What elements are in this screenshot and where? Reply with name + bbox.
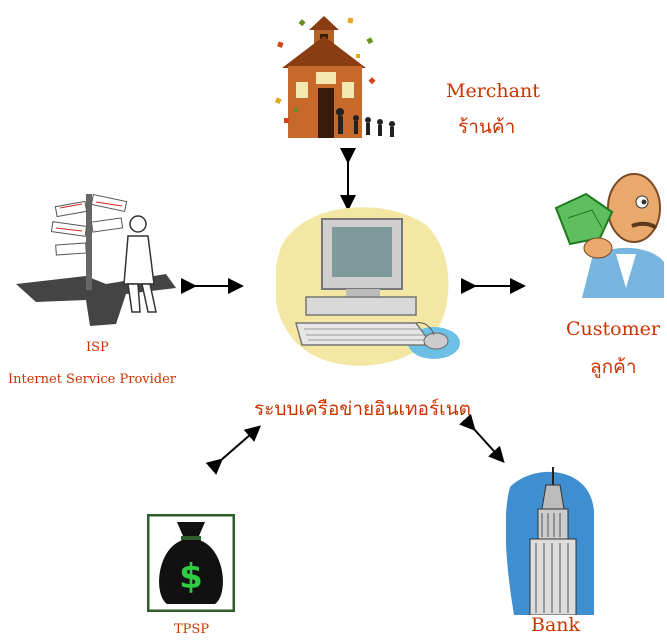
isp-label: ISP: [86, 340, 109, 355]
center-label: ระบบเครือข่ายอินเทอร์เนต: [254, 398, 471, 420]
arrow-bank: [459, 413, 505, 463]
merchant-label: Merchant: [446, 80, 540, 102]
bank-label: Bank: [531, 614, 581, 636]
merchant-node: [272, 8, 432, 148]
computer-icon: [276, 207, 460, 366]
money-bag-icon: $: [147, 514, 235, 612]
signpost-icon: [16, 193, 176, 326]
merchant-sublabel: ร้านค้า: [458, 116, 516, 138]
customer-label: Customer: [566, 318, 660, 340]
skyscraper-icon: [506, 467, 595, 615]
man-with-money-icon: [554, 173, 664, 298]
bank-node: [506, 467, 598, 615]
customer-node: [552, 158, 664, 298]
isp-node: [16, 184, 186, 334]
tpsp-label: TPSP: [174, 622, 210, 637]
svg-text:$: $: [179, 557, 203, 597]
schoolhouse-icon: [274, 16, 395, 138]
customer-sublabel: ลูกค้า: [590, 356, 637, 378]
center-node: [276, 205, 466, 375]
arrow-tpsp: [205, 425, 262, 475]
isp-sublabel: Internet Service Provider: [8, 372, 177, 387]
tpsp-node: $: [147, 514, 235, 612]
